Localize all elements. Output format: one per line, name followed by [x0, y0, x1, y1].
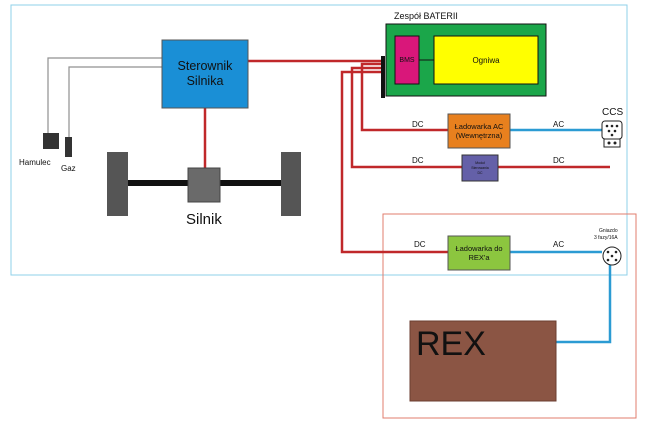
dc-module-line1: Moduł — [475, 160, 485, 165]
rex-box — [409, 320, 557, 402]
wire-label-ac-ccs: AC — [553, 120, 565, 129]
ccs-connector-icon — [601, 120, 623, 148]
wire-label-dc-ac-charger: DC — [412, 120, 424, 129]
dc-module-line3: DC — [477, 170, 483, 175]
ac-charger-label: Ładowarka AC (Wewnętrzna) — [448, 114, 510, 148]
brake-label: Hamulec — [19, 158, 51, 167]
ac-charger-line2: (Wewnętrzna) — [455, 131, 503, 140]
wire-label-dc-rex: DC — [414, 240, 426, 249]
rex-charger-label: Ładowarka do REX'a — [448, 236, 510, 270]
brake-pedal — [43, 133, 59, 149]
ac-wires — [510, 128, 612, 344]
rex-charger-line2: REX'a — [468, 253, 490, 262]
ac-charger — [447, 113, 511, 149]
ac-charger-line1: Ładowarka AC — [454, 122, 504, 131]
bms-label: BMS — [399, 56, 415, 64]
cells-box — [433, 35, 539, 85]
dc-module — [461, 154, 499, 182]
motor-controller — [161, 39, 249, 109]
dc-wires — [203, 59, 610, 254]
battery-pack-title: Zespół BATERII — [394, 11, 458, 21]
motor-controller-line2: Silnika — [186, 74, 224, 88]
motor-controller-line1: Sterownik — [177, 59, 233, 73]
rex-charger-line1: Ładowarka do — [455, 244, 503, 253]
dc-module-line2: Sterowania — [471, 165, 489, 170]
throttle-pedal — [65, 137, 72, 157]
rex-label: REX — [416, 325, 486, 363]
battery-connector-bar — [381, 56, 385, 98]
wire-label-dc-module-right: DC — [553, 156, 565, 165]
dc-module-label: Moduł Sterowania DC — [462, 155, 498, 181]
rex-socket-wire — [556, 264, 612, 344]
wire-label-dc-module-left: DC — [412, 156, 424, 165]
rex-charger-dc-wire — [340, 70, 448, 254]
bms-box — [394, 35, 420, 85]
brake-signal-wire — [47, 57, 162, 133]
throttle-signal-wire — [68, 66, 162, 137]
socket-label-line1: Gniazdo — [599, 228, 618, 234]
throttle-label: Gaz — [61, 164, 76, 173]
motor-controller-label: Sterownik Silnika — [162, 40, 248, 108]
dc-module-left-wire — [350, 66, 462, 169]
rex-charger — [447, 235, 511, 271]
cells-label: Ogniwa — [472, 55, 500, 65]
motor-box — [187, 167, 221, 203]
ac-charger-dc-wire — [360, 62, 448, 132]
wire-label-ac-rex: AC — [553, 240, 565, 249]
right-wheel — [281, 152, 301, 216]
rex-frame — [382, 213, 637, 419]
socket-label-line2: 3 fazy/16A — [594, 235, 618, 241]
ccs-label: CCS — [602, 107, 624, 118]
socket-icon — [602, 246, 622, 266]
motor-label: Silnik — [186, 211, 222, 228]
left-wheel — [107, 152, 128, 216]
vehicle-frame — [10, 4, 628, 276]
